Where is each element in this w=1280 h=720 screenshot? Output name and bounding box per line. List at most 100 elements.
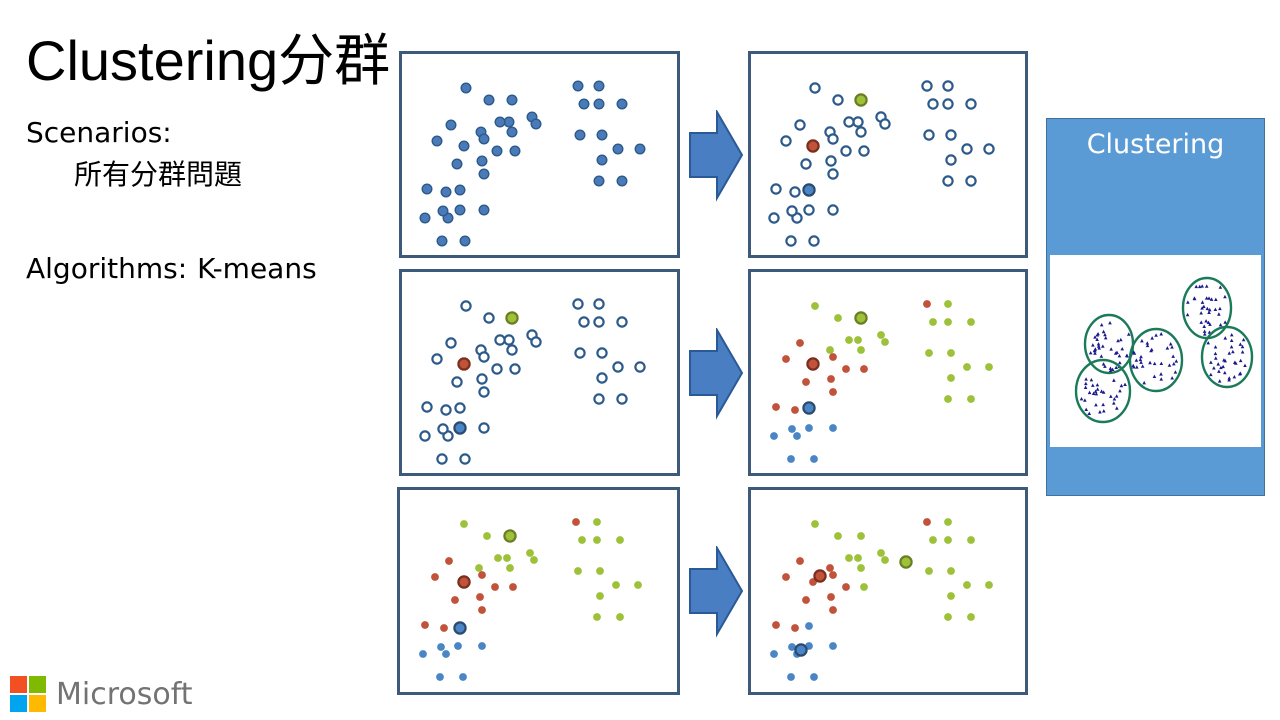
sample-marker	[1202, 329, 1207, 333]
sample-marker	[1152, 361, 1157, 366]
sample-marker	[1217, 369, 1221, 373]
sample-marker	[1096, 344, 1101, 348]
sample-marker	[1135, 365, 1139, 369]
centroid-marker	[802, 183, 816, 197]
kmeans-panel-assignment-1-plot	[770, 300, 993, 463]
sample-marker	[1238, 358, 1243, 363]
data-point	[431, 353, 443, 365]
data-point	[967, 395, 975, 403]
sample-marker	[1118, 360, 1122, 365]
data-point	[491, 145, 503, 157]
sample-marker	[1168, 342, 1173, 346]
sample-marker	[1101, 402, 1105, 407]
data-point	[857, 532, 865, 540]
sample-marker	[1222, 358, 1226, 362]
sample-marker	[1213, 351, 1218, 356]
sample-marker	[1202, 324, 1207, 328]
data-point	[437, 205, 449, 217]
data-point	[491, 363, 503, 375]
sample-marker	[1200, 284, 1204, 288]
data-point	[506, 94, 518, 106]
data-point	[509, 583, 517, 591]
data-point	[436, 235, 448, 247]
data-point	[596, 567, 604, 575]
sample-marker	[1208, 322, 1212, 326]
sample-marker	[1231, 349, 1235, 354]
data-point	[877, 331, 885, 339]
data-point	[772, 403, 780, 411]
sample-marker	[1221, 364, 1225, 369]
cluster-ellipse	[1128, 327, 1184, 393]
sample-marker	[1102, 409, 1106, 413]
sample-marker	[1172, 361, 1176, 366]
sample-marker	[1084, 407, 1089, 412]
data-point	[436, 453, 448, 465]
sample-marker	[1079, 397, 1084, 401]
data-point	[506, 344, 518, 356]
data-point	[437, 643, 445, 651]
sample-marker	[1243, 363, 1247, 368]
data-point	[829, 606, 837, 614]
sample-marker	[1142, 380, 1146, 385]
data-point	[802, 596, 810, 604]
data-point	[503, 554, 511, 562]
sample-marker	[1209, 297, 1214, 301]
data-point	[782, 573, 790, 581]
sample-marker	[1099, 322, 1104, 327]
data-point	[478, 571, 486, 579]
sample-marker	[1108, 320, 1112, 325]
sample-marker	[1223, 294, 1227, 299]
sample-marker	[1089, 377, 1094, 382]
data-point	[478, 606, 486, 614]
sample-marker	[1099, 389, 1104, 393]
slide-title: Clustering分群	[26, 29, 391, 92]
sample-marker	[1138, 357, 1143, 362]
sample-marker	[1093, 389, 1098, 393]
sample-marker	[1093, 347, 1098, 351]
data-point	[593, 316, 605, 328]
sample-marker	[1194, 284, 1199, 289]
right-arrow-shape	[689, 110, 744, 202]
data-point	[923, 300, 931, 308]
sample-marker	[1229, 333, 1234, 337]
data-point	[983, 143, 995, 155]
data-point	[440, 404, 452, 416]
sample-marker	[1098, 410, 1102, 414]
data-point	[827, 375, 835, 383]
data-point	[574, 567, 582, 575]
sample-marker	[1240, 344, 1245, 349]
data-point	[947, 592, 955, 600]
sample-marker	[1159, 361, 1164, 366]
centroid-marker	[854, 311, 868, 325]
right-arrow-icon	[689, 328, 744, 420]
sample-marker	[1118, 389, 1122, 393]
sample-marker	[1119, 337, 1123, 342]
kmeans-panel-centroids-unassigned-plot	[419, 298, 646, 465]
sample-marker	[1212, 366, 1216, 370]
data-point	[506, 564, 514, 572]
sample-marker	[1241, 337, 1246, 342]
sample-marker	[1218, 323, 1223, 327]
sample-marker	[1218, 285, 1223, 289]
data-point	[810, 455, 818, 463]
sample-marker	[1112, 378, 1116, 382]
data-point	[944, 300, 952, 308]
sample-marker	[1123, 382, 1127, 387]
centroid-marker	[806, 357, 820, 371]
data-point	[572, 80, 584, 92]
sample-marker	[1103, 364, 1107, 368]
data-point	[802, 378, 810, 386]
data-point	[857, 564, 865, 572]
sample-marker	[1234, 361, 1238, 365]
sample-marker	[1229, 338, 1234, 343]
data-point	[634, 581, 642, 589]
data-point	[442, 650, 450, 658]
kmeans-panel-initial	[399, 51, 680, 258]
data-point	[796, 339, 804, 347]
sample-marker	[1150, 336, 1154, 340]
data-point	[827, 133, 839, 145]
data-point	[612, 581, 620, 589]
algorithms-line: Algorithms:K-means	[26, 252, 317, 286]
sample-marker	[1206, 320, 1211, 324]
data-point	[852, 116, 864, 128]
